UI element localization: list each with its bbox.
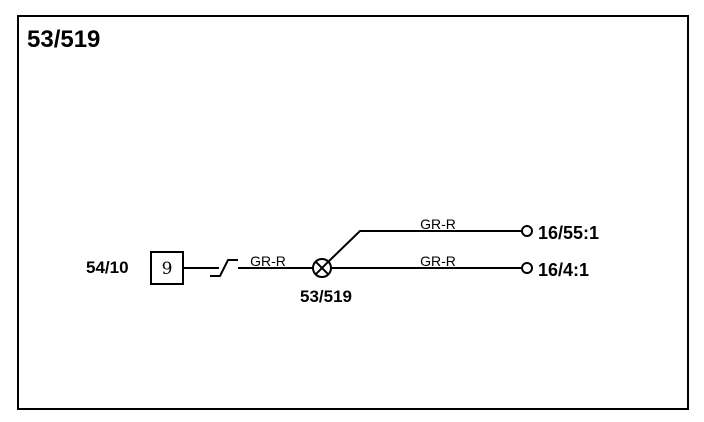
wire-break-symbol <box>210 259 238 277</box>
connector-pin-number: 9 <box>162 259 173 279</box>
splice-label: 53/519 <box>300 287 352 306</box>
splice-icon <box>312 258 332 278</box>
terminal-upper-label: 16/55:1 <box>538 223 599 243</box>
connector-pin-box <box>150 251 184 285</box>
terminal-lower-label: 16/4:1 <box>538 260 589 280</box>
wire-color-label-splice: GR-R <box>250 253 286 269</box>
diagram-frame <box>17 15 689 410</box>
terminal-lower-icon <box>521 262 533 274</box>
wire-color-label-lower: GR-R <box>420 253 456 269</box>
terminal-upper-icon <box>521 225 533 237</box>
connector-label: 54/10 <box>86 258 129 277</box>
wire-upper-branch <box>327 230 521 263</box>
wire-color-label-upper: GR-R <box>420 216 456 232</box>
diagram-title: 53/519 <box>27 26 100 53</box>
